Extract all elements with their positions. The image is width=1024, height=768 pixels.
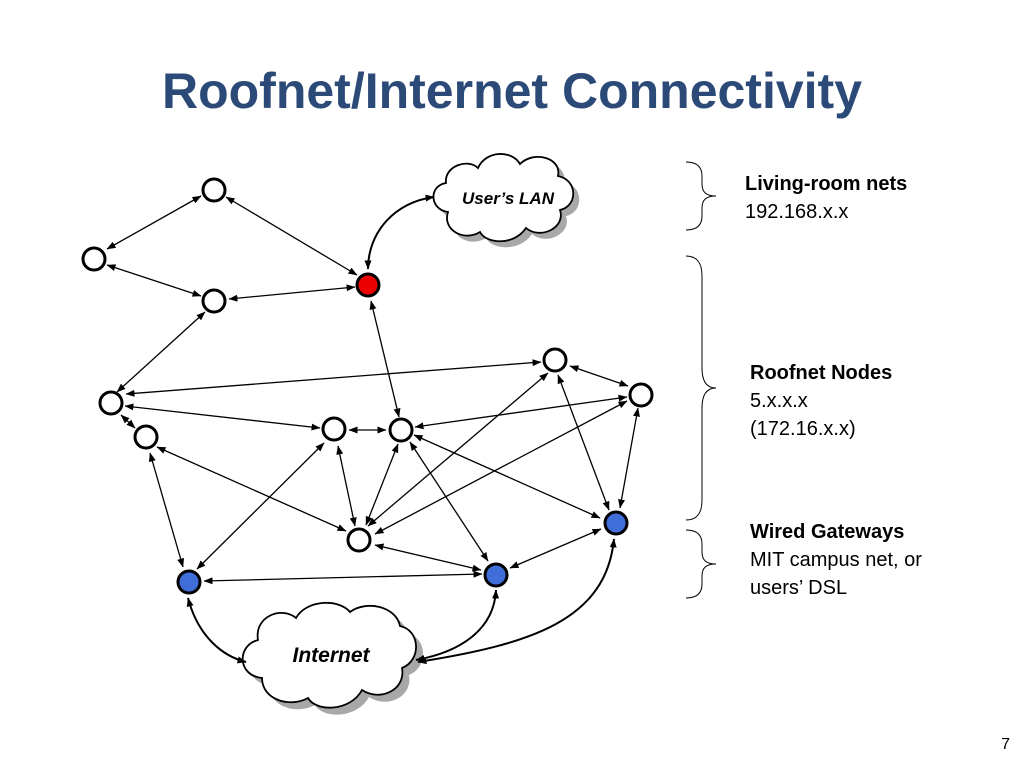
legend-roofnet: Roofnet Nodes 5.x.x.x (172.16.x.x) [750, 359, 892, 443]
users-lan-label: User’s LAN [462, 189, 555, 208]
link [374, 543, 482, 572]
legend-gateways-line: MIT campus net, or [750, 549, 922, 571]
legend-living-room: Living-room nets 192.168.x.x [745, 170, 907, 226]
lan-node [355, 272, 381, 298]
link [365, 443, 399, 526]
gateway-node [483, 562, 509, 588]
legend-gateways-line: users’ DSL [750, 577, 848, 599]
link [225, 196, 358, 276]
link [367, 372, 549, 527]
roofnet-node [98, 390, 124, 416]
braces [685, 161, 717, 599]
roofnet-node [388, 417, 414, 443]
link [557, 374, 610, 511]
link [203, 570, 483, 585]
roofnet-node [321, 416, 347, 442]
brace-living-room [685, 161, 717, 231]
link [374, 400, 628, 535]
link [509, 528, 602, 569]
link [116, 311, 206, 393]
users-lan-cloud: User’s LAN [432, 153, 580, 248]
link [228, 284, 356, 302]
link [106, 264, 202, 297]
link [124, 403, 321, 431]
link [196, 442, 325, 570]
roofnet-node [133, 424, 159, 450]
nodes [81, 177, 654, 595]
roofnet-node [628, 382, 654, 408]
link [569, 365, 629, 387]
link [336, 445, 357, 527]
gateway-node [603, 510, 629, 536]
internet-cloud: Internet [241, 601, 424, 715]
link [618, 407, 640, 509]
legend-living-room-heading: Living-room nets [745, 173, 908, 195]
brace-gateways [685, 529, 717, 599]
link [409, 441, 489, 562]
gateway-node [176, 569, 202, 595]
legend-gateways: Wired Gateways MIT campus net, or users’… [750, 518, 922, 602]
roofnet-node [201, 177, 227, 203]
link [106, 195, 202, 250]
link [120, 414, 136, 429]
link [414, 394, 628, 430]
links [106, 195, 640, 585]
brace-roofnet [685, 255, 717, 521]
roofnet-node [201, 288, 227, 314]
roofnet-node [81, 246, 107, 272]
link-internet-1 [186, 597, 247, 664]
link [149, 452, 184, 568]
link-lan [364, 194, 435, 270]
legend-roofnet-line: (172.16.x.x) [750, 418, 856, 440]
page-number: 7 [1001, 736, 1010, 753]
curved-links [186, 194, 617, 665]
link [369, 300, 401, 418]
legend-living-room-line: 192.168.x.x [745, 201, 849, 223]
link [156, 446, 347, 532]
link-internet-3 [417, 538, 617, 665]
roofnet-node [542, 347, 568, 373]
link [413, 434, 601, 519]
roofnet-node [346, 527, 372, 553]
internet-label: Internet [292, 644, 370, 667]
legend-roofnet-heading: Roofnet Nodes [750, 362, 893, 384]
link [125, 359, 542, 397]
legend-roofnet-line: 5.x.x.x [750, 390, 808, 412]
legend-gateways-heading: Wired Gateways [750, 521, 905, 543]
slide-title: Roofnet/Internet Connectivity [161, 63, 863, 119]
